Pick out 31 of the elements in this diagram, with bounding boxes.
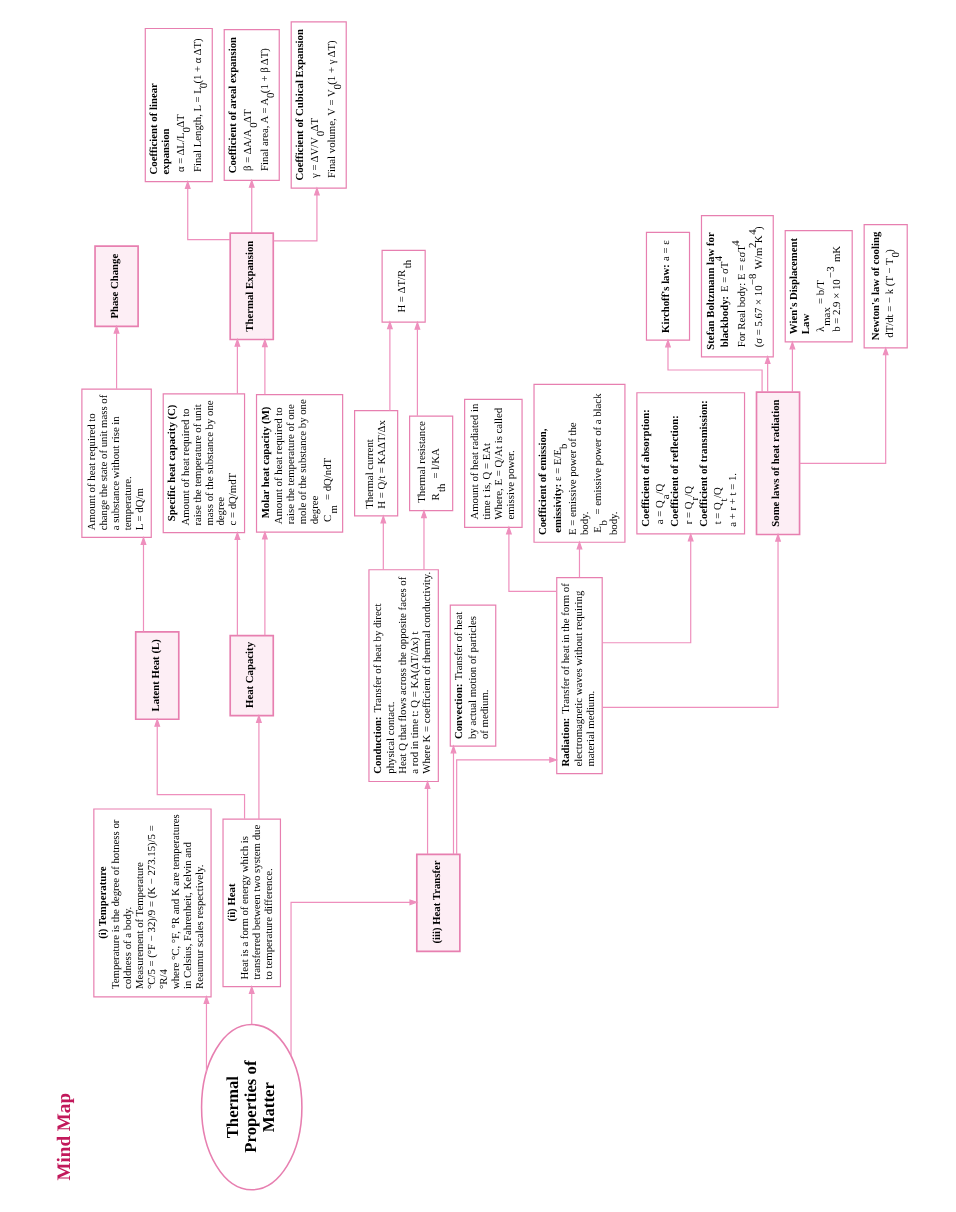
arrow <box>798 346 888 464</box>
arrow <box>112 324 119 390</box>
arrow <box>379 514 386 571</box>
arrow <box>600 532 781 708</box>
arrow <box>449 744 456 855</box>
arrow <box>233 337 240 395</box>
arrow <box>788 340 795 393</box>
node-ellipse: Thermal Properties of Matter <box>199 1023 302 1191</box>
arrow <box>260 338 268 395</box>
arrow <box>455 756 558 855</box>
arrow <box>247 985 254 1025</box>
arrow <box>504 525 556 592</box>
arrow <box>385 320 393 412</box>
arrow <box>202 995 209 1073</box>
arrow <box>247 178 254 234</box>
arrow <box>139 535 146 633</box>
diagram-title: Mind Map <box>52 1092 75 1181</box>
arrow <box>419 509 427 571</box>
arrow <box>413 320 420 417</box>
arrow <box>254 713 262 820</box>
arrow <box>763 355 770 393</box>
arrow <box>600 532 693 644</box>
arrow <box>271 186 320 242</box>
arrow <box>153 717 245 820</box>
arrow <box>575 540 582 578</box>
arrow <box>183 179 230 241</box>
arrow <box>423 779 430 855</box>
arrow <box>260 530 268 636</box>
arrow <box>289 899 418 1057</box>
arrow <box>663 338 762 393</box>
arrow <box>233 531 240 636</box>
